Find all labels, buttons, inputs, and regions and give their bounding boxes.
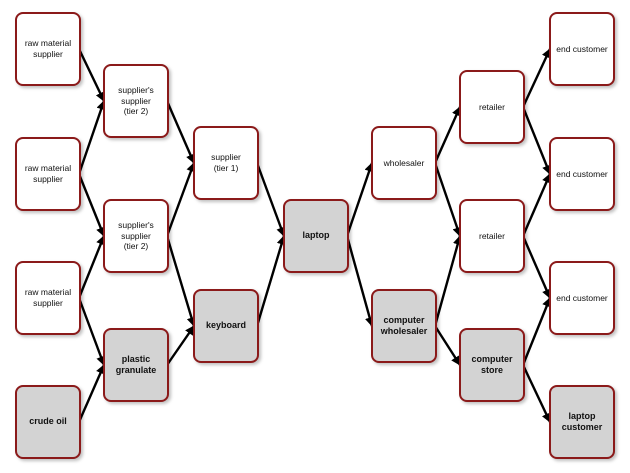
arrow-rms3-to-plastic_granulate — [77, 297, 106, 366]
raw-material-supplier-3[interactable]: raw material supplier — [15, 261, 81, 335]
arrow-retailer1-to-end_customer2 — [521, 106, 552, 175]
retailer-node-2[interactable]: retailer — [459, 199, 525, 273]
arrow-ss2-to-supplier_t1 — [165, 162, 196, 237]
end-customer-3[interactable]: end customer — [549, 261, 615, 335]
arrow-ss1-to-supplier_t1 — [165, 100, 196, 164]
raw-material-supplier-2[interactable]: raw material supplier — [15, 137, 81, 211]
suppliers-supplier-tier2-2[interactable]: supplier's supplier (tier 2) — [103, 199, 169, 273]
computer-wholesaler-node[interactable]: computer wholesaler — [371, 289, 437, 363]
arrow-rms2-to-ss2 — [77, 173, 106, 237]
end-customer-1[interactable]: end customer — [549, 12, 615, 86]
arrow-laptop-to-computer_wholesaler — [345, 235, 375, 327]
arrow-supplier_t1-to-laptop — [255, 162, 286, 237]
arrow-ss2-to-keyboard — [165, 235, 197, 327]
arrow-rms2-to-ss1 — [77, 100, 106, 175]
arrow-keyboard-to-laptop — [255, 235, 287, 327]
arrow-wholesaler-to-retailer2 — [433, 162, 462, 237]
retailer-node-1[interactable]: retailer — [459, 70, 525, 144]
arrow-computer_store-to-end_customer3 — [521, 297, 552, 366]
arrow-laptop-to-wholesaler — [345, 162, 374, 237]
keyboard-node[interactable]: keyboard — [193, 289, 259, 363]
computer-store-node[interactable]: computer store — [459, 328, 525, 402]
laptop-customer-node[interactable]: laptop customer — [549, 385, 615, 459]
arrow-retailer2-to-end_customer3 — [521, 235, 552, 299]
arrow-computer_wholesaler-to-retailer2 — [433, 235, 463, 327]
arrow-computer_store-to-laptop_customer — [521, 364, 552, 423]
arrow-plastic_granulate-to-keyboard — [166, 325, 195, 366]
arrow-rms1-to-ss1 — [77, 48, 106, 102]
arrow-wholesaler-to-retailer1 — [433, 106, 462, 164]
arrow-rms3-to-ss2 — [77, 235, 106, 299]
arrow-retailer1-to-end_customer1 — [521, 48, 552, 108]
wholesaler-node[interactable]: wholesaler — [371, 126, 437, 200]
suppliers-supplier-tier2-1[interactable]: supplier's supplier (tier 2) — [103, 64, 169, 138]
end-customer-2[interactable]: end customer — [549, 137, 615, 211]
crude-oil-node[interactable]: crude oil — [15, 385, 81, 459]
laptop-node[interactable]: laptop — [283, 199, 349, 273]
arrow-retailer2-to-end_customer2 — [521, 173, 552, 237]
plastic-granulate-node[interactable]: plastic granulate — [103, 328, 169, 402]
supplier-tier1-node[interactable]: supplier (tier 1) — [193, 126, 259, 200]
raw-material-supplier-1[interactable]: raw material supplier — [15, 12, 81, 86]
arrow-crude_oil-to-plastic_granulate — [77, 364, 106, 423]
arrow-computer_wholesaler-to-computer_store — [433, 325, 462, 366]
